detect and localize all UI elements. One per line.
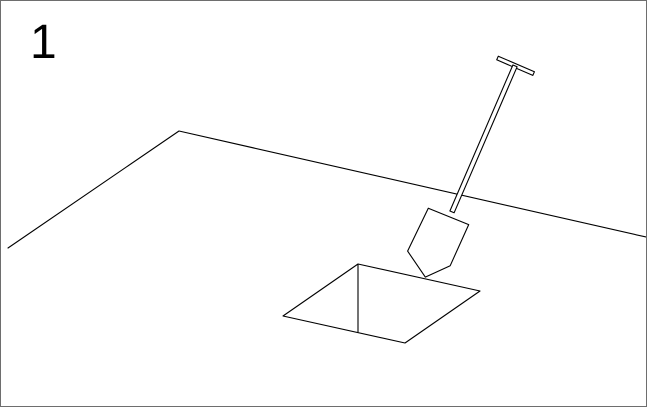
step-number: 1 — [30, 16, 57, 69]
shovel-shaft — [449, 64, 518, 214]
hole-opening — [282, 263, 481, 344]
shovel-blade — [407, 207, 470, 278]
ground-plane-edge — [7, 130, 646, 249]
shovel — [407, 55, 535, 278]
hole — [282, 263, 481, 344]
